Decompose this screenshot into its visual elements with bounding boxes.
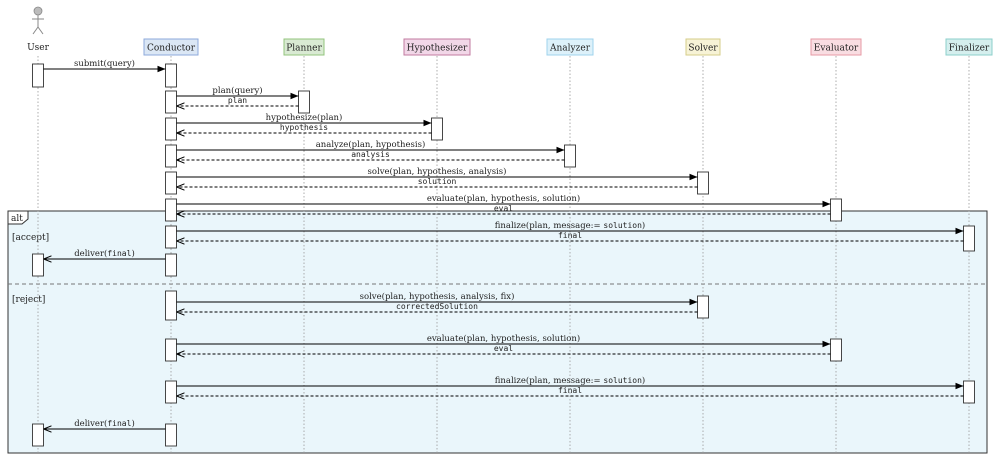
activation-hypothesizer xyxy=(431,117,443,141)
alt-fragment-label: alt xyxy=(11,214,23,224)
participant-label-analyzer: Analyzer xyxy=(549,44,591,54)
activation-evaluator xyxy=(830,198,842,222)
participant-finalizer: Finalizer xyxy=(945,38,993,455)
participant-label-evaluator: Evaluator xyxy=(814,44,859,54)
activation-finalizer xyxy=(963,380,975,404)
message-6-conductor-to-analyzer: analyze(plan, hypothesis) xyxy=(176,139,565,154)
message-label: evaluate(plan, hypothesis, solution) xyxy=(427,333,580,344)
activation-conductor xyxy=(165,144,177,168)
activation-conductor xyxy=(165,117,177,141)
message-label: evaluate(plan, hypothesis, solution) xyxy=(427,193,580,204)
participant-label-hypothesizer: Hypothesizer xyxy=(407,44,468,54)
activation-solver xyxy=(697,171,709,195)
activation-user xyxy=(32,63,44,88)
participant-label-conductor: Conductor xyxy=(147,44,196,54)
message-2-conductor-to-planner: plan(query) xyxy=(176,85,299,100)
activation-conductor xyxy=(165,225,177,249)
participant-label-solver: Solver xyxy=(688,44,718,54)
activation-finalizer xyxy=(963,225,975,252)
participant-label-planner: Planner xyxy=(286,44,322,54)
message-19-conductor-to-finalizer: finalize(plan, message:= solution) xyxy=(176,375,964,390)
message-label: hypothesize(plan) xyxy=(266,112,343,123)
participant-planner: Planner xyxy=(283,38,325,455)
alt-fragment-frame xyxy=(7,210,988,454)
activation-planner xyxy=(298,90,310,114)
message-10-conductor-to-evaluator: evaluate(plan, hypothesis, solution) xyxy=(176,193,831,208)
message-14-conductor-to-user: deliver(final) xyxy=(43,248,166,259)
message-label: finalize(plan, message:= solution) xyxy=(495,220,645,231)
message-17-conductor-to-evaluator: evaluate(plan, hypothesis, solution) xyxy=(176,333,831,348)
message-1-user-to-conductor: submit(query) xyxy=(43,58,166,73)
activation-analyzer xyxy=(564,144,576,168)
participant-box-solver xyxy=(685,38,721,56)
alt-fragment: alt [accept] [reject] xyxy=(7,210,988,454)
participant-label-finalizer: Finalizer xyxy=(949,44,990,54)
alt-fragment-tab xyxy=(7,210,29,225)
message-label: solve(plan, hypothesis, analysis) xyxy=(368,166,507,177)
message-label: hypothesis xyxy=(280,123,328,132)
message-20-finalizer-to-conductor: final xyxy=(176,386,964,396)
message-4-conductor-to-hypothesizer: hypothesize(plan) xyxy=(176,112,432,127)
message-label: deliver(final) xyxy=(74,418,135,429)
activation-evaluator xyxy=(830,338,842,362)
alt-guard-accept: [accept] xyxy=(12,233,49,243)
message-3-planner-to-conductor: plan xyxy=(176,96,299,106)
message-21-conductor-to-user: deliver(final) xyxy=(43,418,166,429)
message-label: analysis xyxy=(351,150,390,159)
message-label: final xyxy=(558,386,582,395)
message-5-hypothesizer-to-conductor: hypothesis xyxy=(176,123,432,133)
activation-user xyxy=(32,253,44,277)
message-label: eval xyxy=(494,204,513,213)
message-label: plan(query) xyxy=(212,85,262,96)
message-label: submit(query) xyxy=(74,58,135,69)
participant-box-planner xyxy=(283,38,325,56)
participant-box-conductor xyxy=(143,38,199,56)
activation-user xyxy=(32,423,44,447)
activation-conductor xyxy=(165,380,177,404)
activation-conductor xyxy=(165,290,177,321)
message-label: eval xyxy=(494,344,513,353)
message-label: correctedSolution xyxy=(396,302,478,311)
message-label: finalize(plan, message:= solution) xyxy=(495,375,645,386)
message-label: solution xyxy=(418,177,457,186)
participant-evaluator: Evaluator xyxy=(810,38,862,455)
message-16-solver-to-conductor: correctedSolution xyxy=(176,302,698,312)
message-9-solver-to-conductor: solution xyxy=(176,177,698,187)
activation-conductor xyxy=(165,338,177,362)
activation-conductor xyxy=(165,253,177,277)
activation-conductor xyxy=(165,171,177,195)
participant-box-analyzer xyxy=(546,38,594,56)
message-13-finalizer-to-conductor: final xyxy=(176,231,964,241)
participant-box-evaluator xyxy=(810,38,862,56)
message-8-conductor-to-solver: solve(plan, hypothesis, analysis) xyxy=(176,166,698,181)
participant-analyzer: Analyzer xyxy=(546,38,594,455)
message-12-conductor-to-finalizer: finalize(plan, message:= solution) xyxy=(176,220,964,235)
message-label: deliver(final) xyxy=(74,248,135,259)
participant-solver: Solver xyxy=(685,38,721,455)
message-label: final xyxy=(558,231,582,240)
activation-conductor xyxy=(165,90,177,114)
message-label: solve(plan, hypothesis, analysis, fix) xyxy=(360,291,515,302)
participant-label-user: User xyxy=(27,43,50,53)
message-11-evaluator-to-conductor: eval xyxy=(176,204,831,214)
message-7-analyzer-to-conductor: analysis xyxy=(176,150,565,160)
activation-conductor xyxy=(165,198,177,222)
activation-conductor xyxy=(165,63,177,88)
message-18-evaluator-to-conductor: eval xyxy=(176,344,831,354)
message-label: plan xyxy=(228,96,247,105)
message-15-conductor-to-solver: solve(plan, hypothesis, analysis, fix) xyxy=(176,291,698,306)
activation-solver xyxy=(697,295,709,319)
participant-box-hypothesizer xyxy=(403,38,471,56)
user-stick-figure-icon xyxy=(32,6,44,35)
activation-conductor xyxy=(165,423,177,447)
participant-box-finalizer xyxy=(945,38,993,56)
message-label: analyze(plan, hypothesis) xyxy=(316,139,426,150)
alt-guard-reject: [reject] xyxy=(12,295,45,305)
